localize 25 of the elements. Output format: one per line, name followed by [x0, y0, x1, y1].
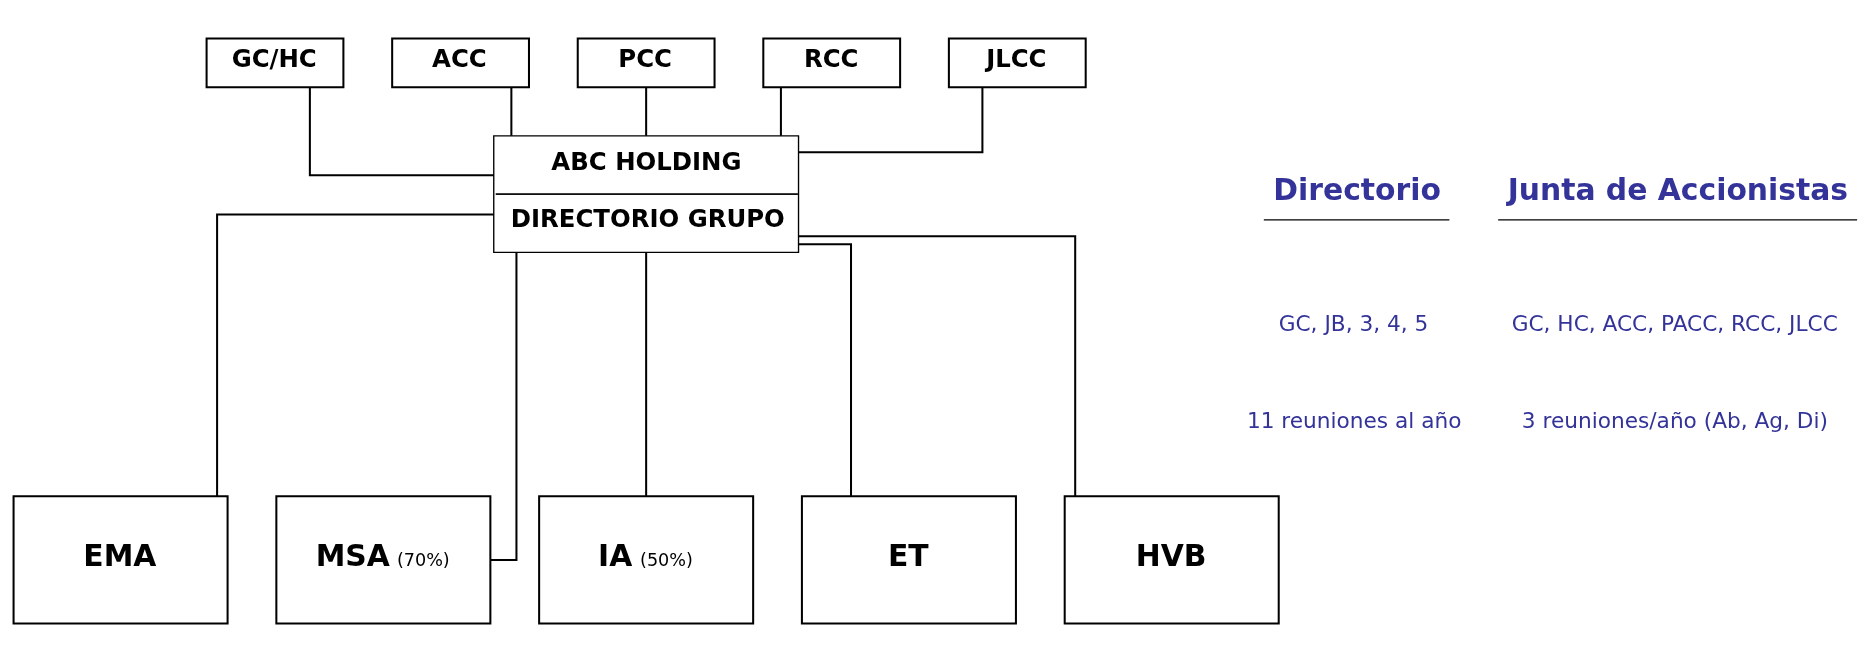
- node-box: PCC: [576, 36, 716, 88]
- node-box: RCC: [762, 36, 902, 88]
- node-box: JLCC: [947, 36, 1087, 88]
- node-box: IA (50%): [538, 494, 755, 625]
- label: Directorio: [1273, 171, 1441, 207]
- connector: [216, 213, 494, 496]
- connector: [645, 252, 648, 496]
- node-box: ACC: [391, 36, 530, 88]
- label: Junta de Accionistas: [1507, 171, 1849, 207]
- connector: [779, 87, 782, 136]
- label: 3 reuniones/año (Ab, Ag, Di): [1521, 407, 1828, 433]
- node-box: HVB: [1063, 494, 1280, 625]
- label: GC, JB, 3, 4, 5: [1278, 310, 1429, 336]
- node-box: EMA: [12, 494, 229, 625]
- node-box: MSA (70%): [275, 494, 492, 625]
- node-box: GC/HC: [205, 36, 345, 88]
- connector: [798, 86, 984, 153]
- connector: [308, 86, 494, 176]
- label: GC, HC, ACC, PACC, RCC, JLCC: [1511, 310, 1838, 336]
- connector: [798, 234, 1077, 496]
- label: 11 reuniones al año: [1246, 407, 1462, 433]
- connector: [510, 87, 513, 136]
- node-box: ET: [800, 494, 1017, 625]
- connector: [798, 242, 853, 496]
- connector: [645, 87, 648, 136]
